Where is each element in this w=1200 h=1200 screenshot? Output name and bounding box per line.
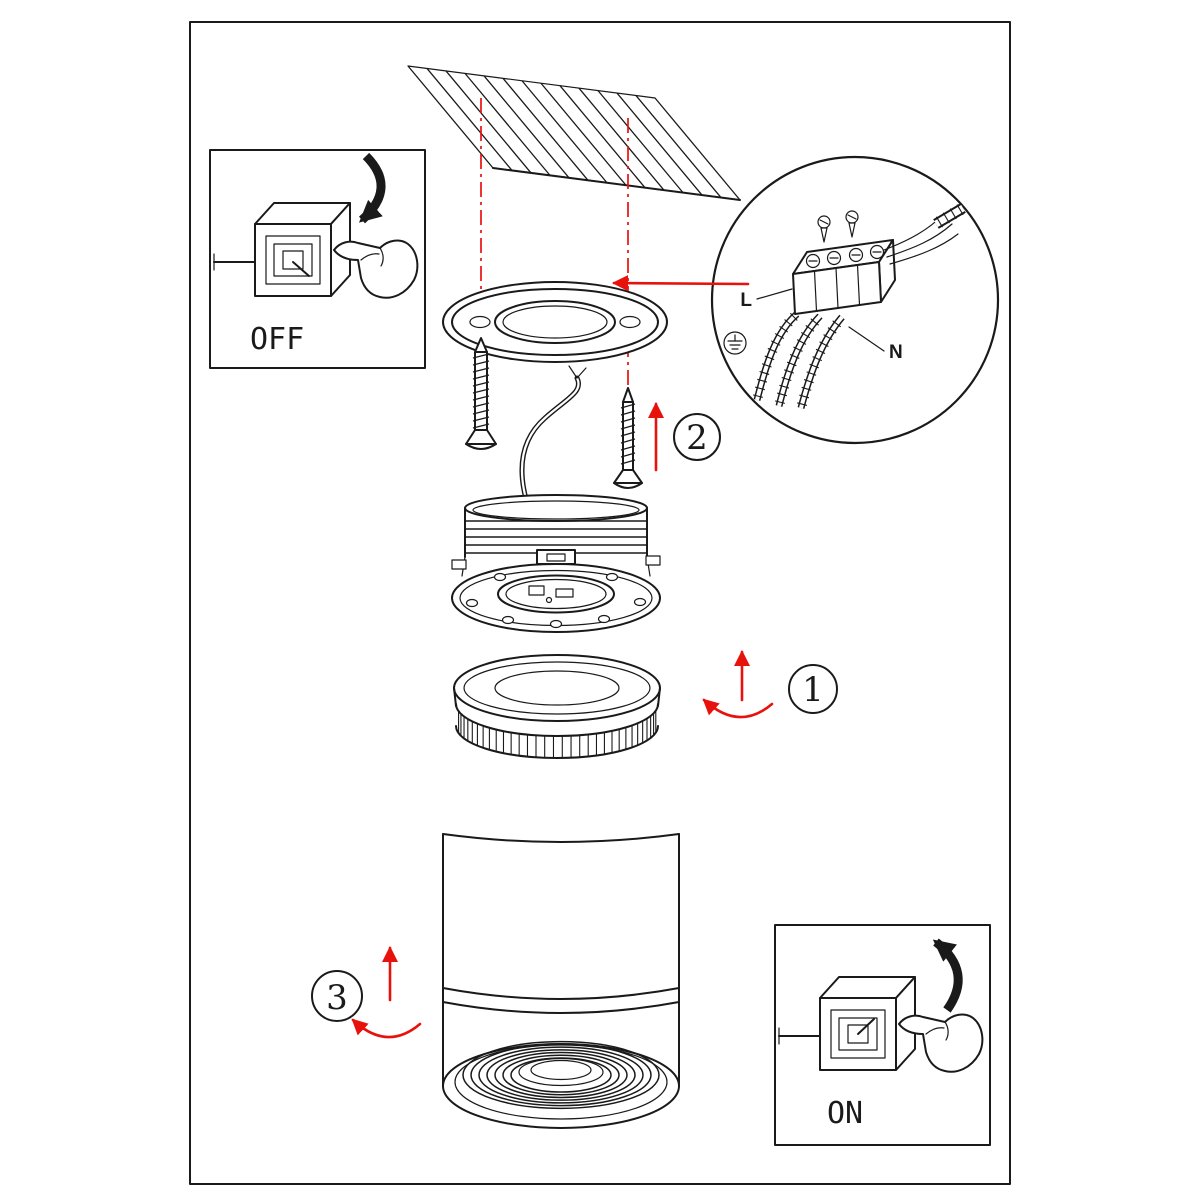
flip-up-arrow-icon [932,938,963,1013]
step-2-badge [673,413,721,461]
line-terminal-label: L [740,290,752,311]
switch-lever-on [857,1018,875,1035]
step-3-number: 3 [326,978,348,1018]
step-3-badge [311,970,363,1022]
mounting-screw-right [613,387,643,489]
ceiling-section [407,65,741,201]
off-switch-inset: OFF [209,149,426,369]
terminal-screws [805,244,885,269]
wiring-detail: L N [710,155,1000,445]
neutral-terminal-label: N [889,342,903,363]
earth-ground-icon [723,331,747,355]
lamp-module [451,494,661,633]
step-2-number: 2 [686,418,708,458]
trim-ring [453,654,661,759]
lamp-shade [442,833,680,1129]
switch-lever-off [292,261,310,277]
knurl-band-icon [458,710,657,758]
flip-down-arrow-icon [358,152,386,224]
mounting-screw-left [465,337,497,450]
step-1-badge [788,664,838,714]
ceiling-hatch-icon [407,65,741,201]
off-label: OFF [250,322,304,357]
ribbed-opening-icon [462,1040,660,1110]
power-wire [519,365,587,515]
step-1-number: 1 [802,670,824,710]
on-switch-inset: ON [774,924,991,1146]
step-3: 3 [311,946,422,1039]
rotation-arrow-icon [351,1018,422,1039]
diagram-border [189,21,1011,1185]
on-label: ON [827,1096,863,1131]
step-2: 2 [648,402,721,472]
step-1: 1 [702,650,838,719]
loose-screws [817,210,859,243]
detail-pointer-arrow-icon [612,275,750,292]
mounting-ring [442,281,668,363]
rotation-arrow-icon [702,698,774,719]
